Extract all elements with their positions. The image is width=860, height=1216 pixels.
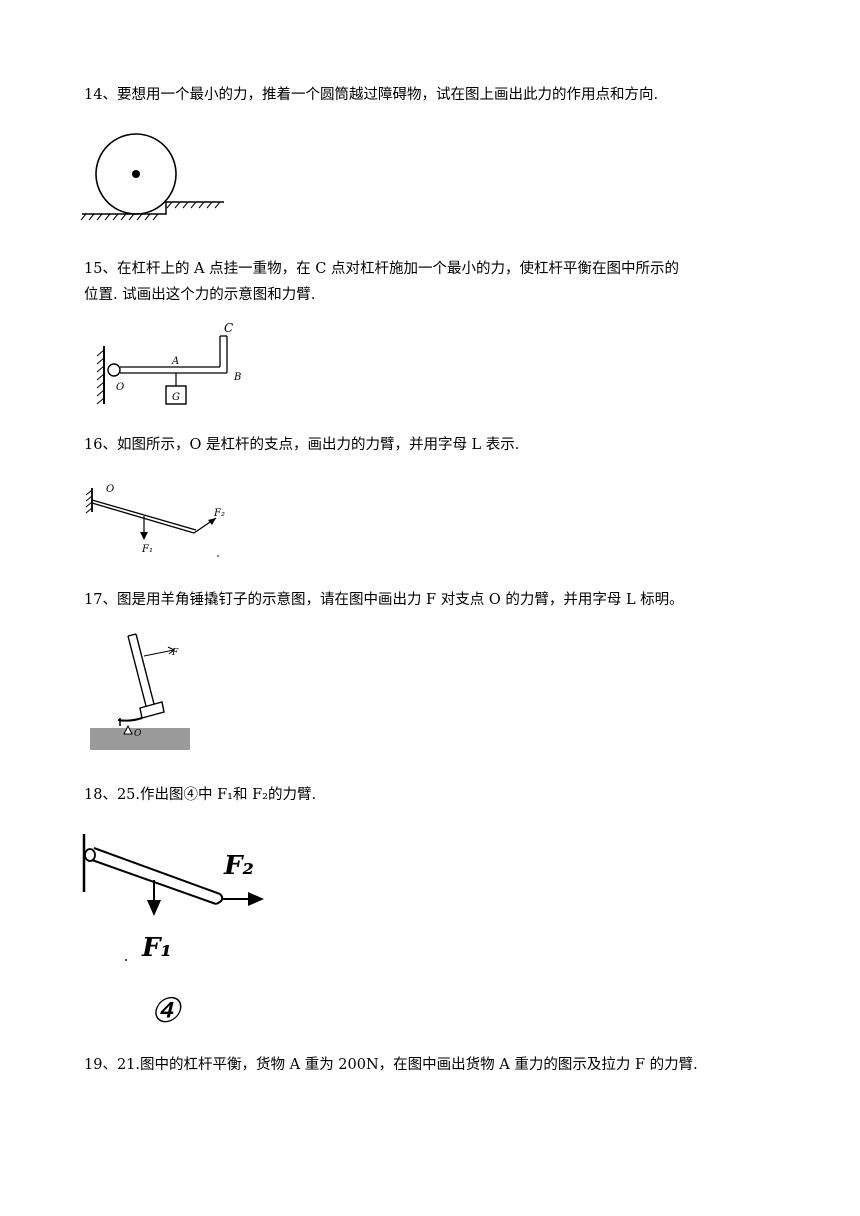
handle-right (135, 633, 155, 705)
label-b: B (233, 372, 241, 383)
label-a: A (171, 356, 179, 367)
label-f1: F₁ (141, 933, 172, 963)
pivot (84, 848, 96, 862)
label-c: C (224, 321, 233, 335)
question-15-text-line2: 位置. 试画出这个力的示意图和力臂. (84, 287, 316, 303)
f1-arrowhead (147, 900, 161, 916)
figure-18-lever-f1-f2: F₂ F₁ ④ (82, 834, 264, 1030)
f1-arrowhead (140, 532, 148, 540)
label-g: G (172, 392, 180, 403)
label-f: F (171, 648, 179, 658)
lever-segment-1 (91, 499, 197, 531)
rod-top (93, 847, 221, 895)
f2-arrowhead (208, 518, 216, 525)
label-f2: F₂ (213, 508, 225, 519)
question-15-text-line1: 15、在杠杆上的 A 点挂一重物，在 C 点对杠杆施加一个最小的力，使杠杆平衡在… (84, 261, 679, 277)
board-surface (90, 728, 190, 750)
figure-17-claw-hammer: F O (90, 633, 190, 750)
label-o: O (116, 382, 124, 393)
question-17-text: 17、图是用羊角锤撬钉子的示意图，请在图中画出力 F 对支点 O 的力臂，并用字… (84, 592, 684, 608)
cylinder-center-dot (132, 170, 140, 178)
obstacle-step (160, 201, 224, 215)
figure-15-lever: C A B O G (96, 321, 241, 405)
label-f1: F₁ (141, 544, 153, 555)
weight-g-box (165, 385, 187, 405)
f2-arrowhead (248, 892, 264, 906)
hammer-claw (117, 717, 143, 722)
label-f2: F₂ (223, 851, 254, 881)
question-18-text: 18、25.作出图④中 F₁和 F₂的力臂. (84, 787, 317, 803)
label-o: O (134, 729, 142, 739)
figure-16-bent-lever: O F₂ F₁ (85, 484, 225, 557)
hammer-head (139, 701, 165, 719)
question-14-text: 14、要想用一个最小的力，推着一个圆筒越过障碍物，试在图上画出此力的作用点和方向… (84, 87, 659, 103)
question-16-text: 16、如图所示，O 是杠杆的支点，画出力的力臂，并用字母 L 表示. (84, 437, 520, 453)
fulcrum-triangle (123, 724, 133, 735)
label-o: O (106, 484, 114, 495)
figure-14-cylinder-obstacle (80, 133, 224, 221)
force-f-line (143, 649, 175, 657)
handle-left (127, 635, 147, 707)
pivot-o (107, 363, 121, 377)
label-figure-number: ④ (150, 991, 182, 1030)
question-19-text: 19、21.图中的杠杆平衡，货物 A 重为 200N，在图中画出货物 A 重力的… (84, 1057, 698, 1073)
